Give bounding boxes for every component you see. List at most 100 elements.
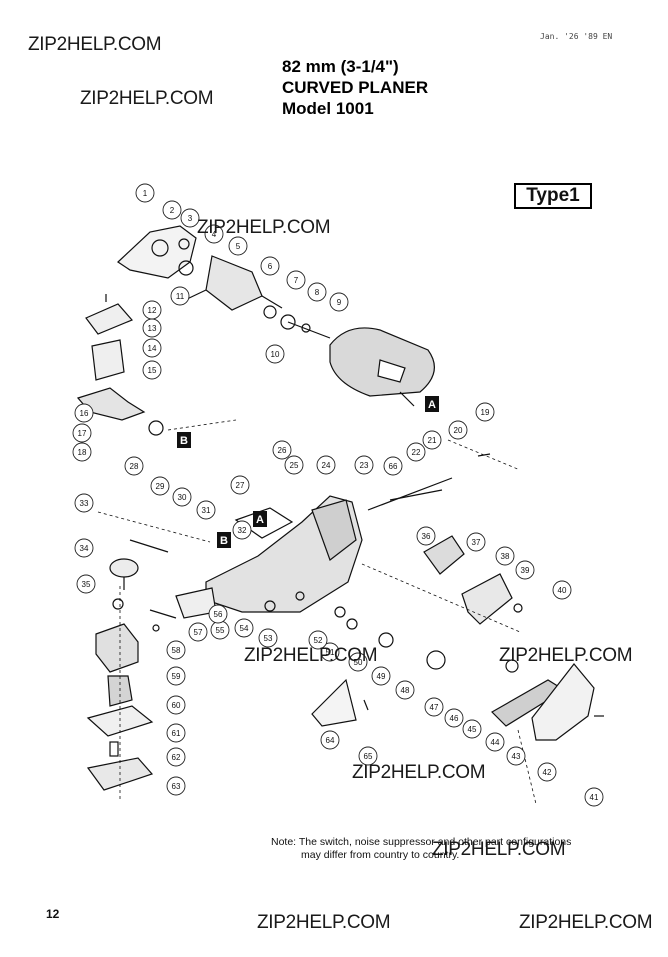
callout-label: 38 xyxy=(501,552,510,561)
callout-34: 34 xyxy=(74,538,94,558)
callout-41: 41 xyxy=(584,787,604,807)
section-marker-a: A xyxy=(253,511,267,527)
callout-circle xyxy=(142,338,162,358)
callout-47: 47 xyxy=(424,697,444,717)
callout-4: 4 xyxy=(204,224,224,244)
callout-label: 56 xyxy=(214,610,223,619)
callout-circle xyxy=(448,420,468,440)
callout-circle xyxy=(466,532,486,552)
callout-11: 11 xyxy=(170,286,190,306)
callout-circle xyxy=(74,538,94,558)
callout-23: 23 xyxy=(354,455,374,475)
type-label: Type1 xyxy=(514,183,592,209)
motor-housing-drawing xyxy=(280,314,435,407)
callout-40: 40 xyxy=(552,580,572,600)
callout-label: 58 xyxy=(172,646,181,655)
callout-62: 62 xyxy=(166,747,186,767)
callout-label: 49 xyxy=(377,672,386,681)
callout-3: 3 xyxy=(180,208,200,228)
callout-circle xyxy=(72,423,92,443)
callout-21: 21 xyxy=(422,430,442,450)
marker-box xyxy=(177,432,191,448)
callout-circle xyxy=(142,360,162,380)
callout-46: 46 xyxy=(444,708,464,728)
callout-circle xyxy=(135,183,155,203)
watermark-9: ZIP2HELP.COM xyxy=(519,912,653,933)
marker-box xyxy=(217,532,231,548)
callout-circle xyxy=(166,776,186,796)
callout-22: 22 xyxy=(406,442,426,462)
watermark-4: ZIP2HELP.COM xyxy=(244,645,378,666)
callout-label: 29 xyxy=(156,482,165,491)
callout-circle xyxy=(416,526,436,546)
marker-label: A xyxy=(428,399,436,411)
callout-circle xyxy=(495,546,515,566)
callout-19: 19 xyxy=(475,402,495,422)
callout-label: 19 xyxy=(481,408,490,417)
callout-24: 24 xyxy=(316,455,336,475)
shaft-drawing xyxy=(129,453,491,553)
callout-label: 27 xyxy=(236,481,245,490)
callout-label: 2 xyxy=(170,206,175,215)
callout-circle xyxy=(316,455,336,475)
callout-27: 27 xyxy=(230,475,250,495)
callout-58: 58 xyxy=(166,640,186,660)
callout-label: 3 xyxy=(188,214,193,223)
callout-label: 6 xyxy=(268,262,273,271)
callout-36: 36 xyxy=(416,526,436,546)
main-body-drawing xyxy=(205,495,363,613)
callout-circle xyxy=(166,695,186,715)
callout-66: 66 xyxy=(383,456,403,476)
callout-label: 55 xyxy=(216,626,225,635)
gear-housing-drawing xyxy=(117,225,197,279)
callout-57: 57 xyxy=(188,622,208,642)
callout-circle xyxy=(72,442,92,462)
callout-circle xyxy=(258,628,278,648)
callout-43: 43 xyxy=(506,746,526,766)
callout-38: 38 xyxy=(495,546,515,566)
callout-label: 7 xyxy=(294,276,299,285)
callout-circle xyxy=(166,747,186,767)
configuration-note: Note: The switch, noise suppressor and o… xyxy=(271,836,571,862)
callout-39: 39 xyxy=(515,560,535,580)
callout-53: 53 xyxy=(258,628,278,648)
callout-12: 12 xyxy=(142,300,162,320)
callout-circle xyxy=(308,630,328,650)
callout-18: 18 xyxy=(72,442,92,462)
watermark-1: ZIP2HELP.COM xyxy=(28,34,162,55)
note-line-2: may differ from country to country. xyxy=(301,849,460,861)
callout-label: 35 xyxy=(82,580,91,589)
callout-circle xyxy=(170,286,190,306)
callout-label: 45 xyxy=(468,725,477,734)
date-stamp: Jan. '26 '89 EN xyxy=(540,32,613,41)
callout-2: 2 xyxy=(162,200,182,220)
callout-circle xyxy=(552,580,572,600)
callout-circle xyxy=(150,476,170,496)
callout-circle xyxy=(180,208,200,228)
callout-circle xyxy=(172,487,192,507)
page-title: 82 mm (3-1/4") CURVED PLANER Model 1001 xyxy=(282,56,428,119)
watermark-6: ZIP2HELP.COM xyxy=(352,762,486,783)
callout-35: 35 xyxy=(76,574,96,594)
callout-label: 46 xyxy=(450,714,459,723)
handle-parts-drawing xyxy=(76,294,164,436)
callout-label: 47 xyxy=(430,703,439,712)
callout-label: 20 xyxy=(454,426,463,435)
callout-circle xyxy=(76,574,96,594)
callout-circle xyxy=(162,200,182,220)
callout-circle xyxy=(142,318,162,338)
knob-drawing xyxy=(109,558,139,610)
callout-32: 32 xyxy=(232,520,252,540)
callout-circle xyxy=(584,787,604,807)
callout-15: 15 xyxy=(142,360,162,380)
callout-circle xyxy=(515,560,535,580)
callout-circle xyxy=(406,442,426,462)
callout-label: 9 xyxy=(337,298,342,307)
callout-label: 33 xyxy=(80,499,89,508)
callout-circle xyxy=(475,402,495,422)
callout-8: 8 xyxy=(307,282,327,302)
callout-50: 50 xyxy=(348,652,368,672)
callout-44: 44 xyxy=(485,732,505,752)
callout-circle xyxy=(234,618,254,638)
